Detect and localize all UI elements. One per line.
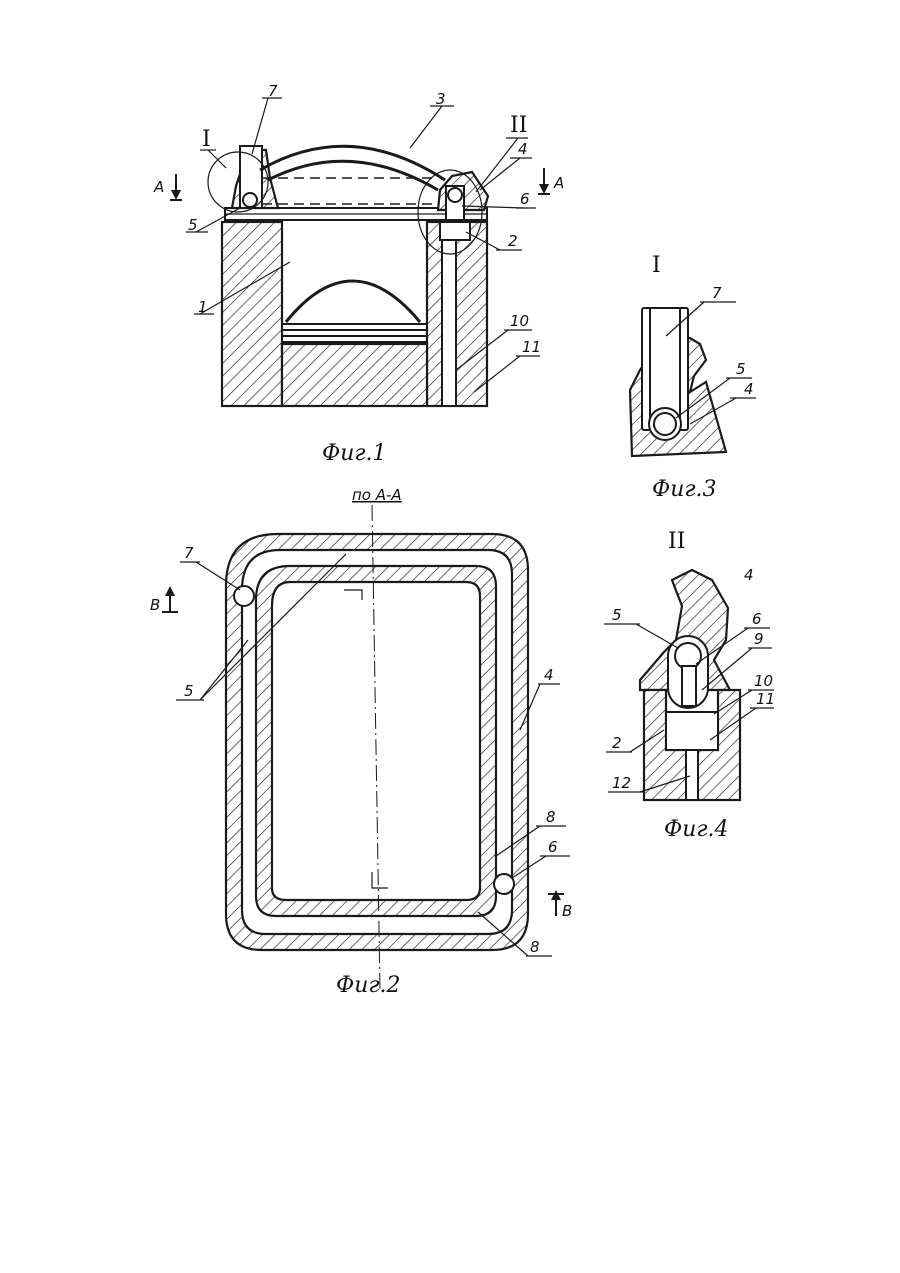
fig4-callout-11: 11 [756, 690, 775, 708]
fig4-callout-5: 5 [612, 606, 622, 624]
figure-3: I 7 5 4 Фиг.3 [630, 253, 756, 502]
fig1-callout-11: 11 [522, 338, 541, 356]
fig2-callout-8-bottom: 8 [530, 938, 540, 956]
fig2-callout-7: 7 [184, 544, 194, 562]
fig3-callout-4: 4 [744, 380, 754, 398]
fig1-caption: Фиг.1 [322, 441, 387, 466]
fig4-cavity [666, 712, 718, 750]
fig2-callout-6: 6 [548, 838, 558, 856]
fig1-callout-6: 6 [520, 190, 530, 208]
fig1-callout-7: 7 [268, 82, 278, 100]
fig1-section-mark-right: A [553, 174, 564, 192]
fig2-section-title: по А-А [352, 486, 402, 504]
fig2-callout-5: 5 [184, 682, 194, 700]
fig4-channel [686, 750, 698, 800]
fig1-left-wall [222, 222, 282, 406]
fig2-pin-6 [494, 874, 514, 894]
fig1-callout-10: 10 [510, 312, 529, 330]
fig2-callout-8-top: 8 [546, 808, 556, 826]
fig1-callout-5: 5 [188, 216, 198, 234]
fig1-bottom-block [282, 344, 427, 406]
fig3-callout-5: 5 [736, 360, 746, 378]
figure-4: II 4 5 6 9 10 11 2 12 Фиг.4 [604, 529, 775, 842]
fig1-channel [442, 236, 456, 406]
fig4-callout-10: 10 [754, 672, 773, 690]
fig1-detail-label-I: I [202, 127, 211, 152]
fig2-section-mark-right: B [562, 902, 572, 920]
fig1-section-mark-left: A [153, 178, 164, 196]
fig2-callout-4: 4 [544, 666, 554, 684]
fig1-callout-3: 3 [436, 90, 446, 108]
fig2-caption: Фиг.2 [336, 973, 401, 998]
fig1-callout-4: 4 [518, 140, 528, 158]
fig3-callout-7: 7 [712, 284, 722, 302]
fig4-detail-label: II [668, 529, 685, 554]
fig4-callout-4: 4 [744, 566, 754, 584]
fig3-caption: Фиг.3 [652, 477, 717, 502]
figure-1: A A 7 3 I II 4 6 2 5 1 [153, 82, 564, 466]
fig2-pin-7 [234, 586, 254, 606]
fig4-callout-2: 2 [612, 734, 622, 752]
fig4-callout-9: 9 [754, 630, 764, 648]
fig3-detail-label: I [652, 253, 661, 278]
fig1-callout-2: 2 [508, 232, 518, 250]
fig1-callout-1: 1 [198, 298, 208, 316]
fig4-callout-12: 12 [612, 774, 631, 792]
fig2-section-mark-left: B [150, 596, 160, 614]
fig4-callout-6: 6 [752, 610, 762, 628]
figure-2: по А-А B B 7 5 [150, 486, 572, 998]
fig4-caption: Фиг.4 [664, 817, 729, 842]
fig1-callout-II: II [510, 113, 527, 138]
